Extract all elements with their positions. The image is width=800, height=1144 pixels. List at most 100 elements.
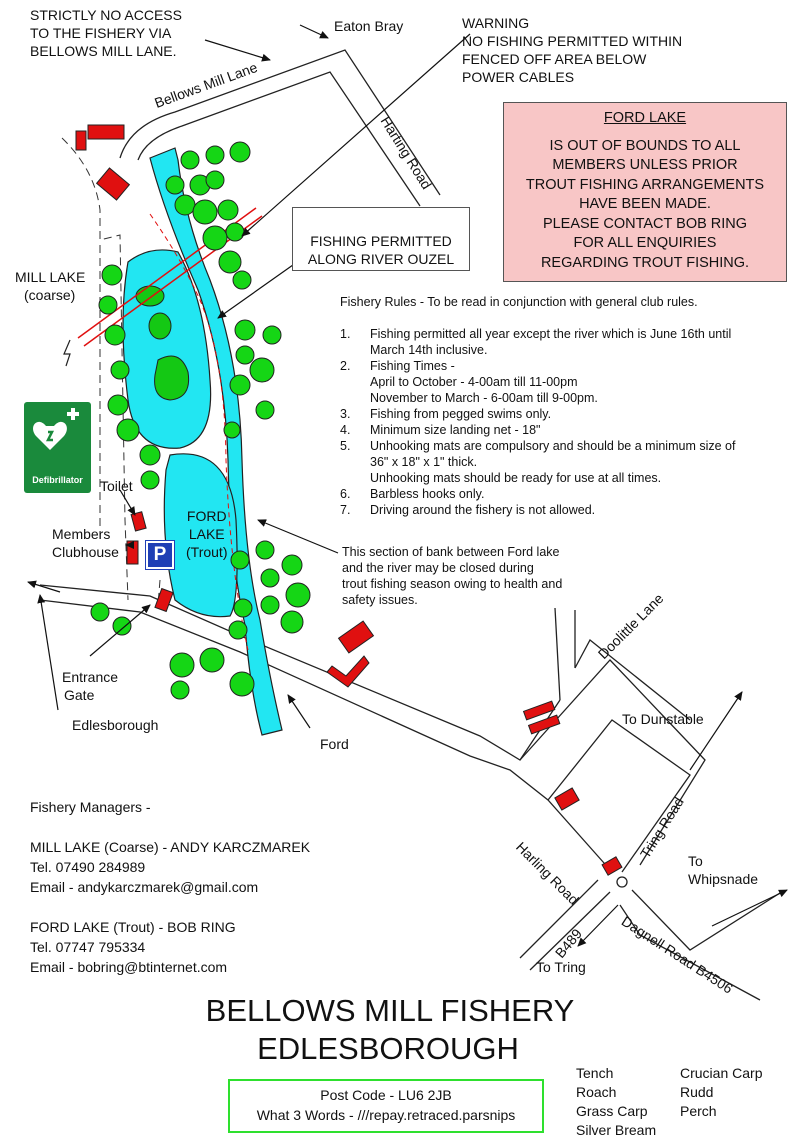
- ford-lake-warning-box: FORD LAKE IS OUT OF BOUNDS TO ALL MEMBER…: [503, 102, 787, 282]
- leader-arrows: [27, 24, 788, 947]
- whipsnade-road: [631, 889, 781, 951]
- rule-item: 4.Minimum size landing net - 18": [340, 423, 541, 437]
- tree-icon: [110, 360, 130, 380]
- tree-icon: [107, 394, 129, 416]
- postcode-box: Post Code - LU6 2JB What 3 Words - ///re…: [228, 1079, 544, 1133]
- tree-icon: [235, 345, 255, 365]
- rules-heading: Fishery Rules - To be read in conjunctio…: [340, 295, 698, 309]
- label-to-dunstable: To Dunstable: [622, 711, 704, 727]
- building: [337, 620, 375, 654]
- mill-phone: Tel. 07490 284989: [30, 859, 146, 875]
- tree-icon: [90, 602, 110, 622]
- ford-manager: FORD LAKE (Trout) - BOB RING: [30, 919, 236, 935]
- tree-icon: [174, 194, 196, 216]
- tree-icon: [169, 652, 195, 678]
- label-mill-lake: MILL LAKE(coarse): [15, 269, 86, 303]
- roundabout: [616, 876, 628, 888]
- tree-icon: [255, 540, 275, 560]
- tree-icon: [180, 150, 200, 170]
- bellows-mill-lane-road-inner: [137, 71, 421, 207]
- building: [522, 700, 556, 721]
- dagnall-road: [619, 904, 761, 1001]
- building: [87, 124, 125, 140]
- building: [95, 167, 131, 201]
- building: [75, 130, 87, 151]
- rule-item: 1.Fishing permitted all year except the …: [340, 327, 732, 357]
- label-eaton-bray: Eaton Bray: [334, 18, 404, 34]
- tree-icon: [260, 568, 280, 588]
- tree-icon: [229, 671, 255, 697]
- postcode: Post Code - LU6 2JB: [320, 1087, 452, 1103]
- managers-heading: Fishery Managers -: [30, 799, 151, 815]
- tree-icon: [223, 421, 241, 439]
- fishery-managers: Fishery Managers - MILL LAKE (Coarse) - …: [30, 797, 310, 977]
- rule-item: 5.Unhooking mats are compulsory and shou…: [340, 439, 736, 485]
- island-1: [135, 285, 165, 307]
- tree-icon: [228, 620, 248, 640]
- page-subtitle: EDLESBOROUGH: [257, 1031, 519, 1066]
- toilet-building: [130, 511, 147, 532]
- tring-road-edge-1: [519, 659, 706, 866]
- tree-icon: [140, 470, 160, 490]
- tree-icon: [262, 325, 282, 345]
- defibrillator-sign: Defibrillator: [24, 402, 91, 493]
- heart-icon: [33, 408, 79, 450]
- main-road-north-edge: [39, 584, 561, 761]
- tring-road-edge-2: [547, 719, 691, 873]
- tree-icon: [255, 400, 275, 420]
- bank-fence: [149, 213, 249, 651]
- doolittle-lane: [554, 607, 576, 701]
- ford-email: Email - bobring@btinternet.com: [30, 959, 228, 975]
- tree-icon: [199, 647, 225, 673]
- bellows-mill-lane-road: [119, 49, 441, 196]
- tree-icon: [232, 270, 252, 290]
- page-title: BELLOWS MILL FISHERY: [205, 993, 575, 1028]
- tree-icon: [230, 550, 250, 570]
- mill-email: Email - andykarczmarek@gmail.com: [30, 879, 259, 895]
- label-to-tring: To Tring: [536, 959, 586, 975]
- tree-icon: [280, 610, 304, 634]
- tree-icon: [281, 554, 303, 576]
- tree-icon: [112, 616, 132, 636]
- island-3: [154, 355, 190, 401]
- roads: [39, 49, 781, 1001]
- building: [154, 587, 174, 613]
- harting-road-edge: [574, 639, 691, 721]
- tree-icon: [205, 145, 225, 165]
- tree-icon: [233, 598, 253, 618]
- rule-item: 2.Fishing Times - April to October - 4-0…: [340, 359, 598, 405]
- tree-icon: [260, 595, 280, 615]
- building: [601, 856, 623, 876]
- tree-icon: [101, 264, 123, 286]
- tree-icon: [165, 175, 185, 195]
- lightning-icon: [63, 339, 71, 367]
- label-ford: Ford: [320, 736, 349, 752]
- trees: [90, 141, 311, 700]
- tree-icon: [225, 222, 245, 242]
- tree-icon: [170, 680, 190, 700]
- tree-icon: [104, 324, 126, 346]
- building: [527, 714, 561, 735]
- b489-road: [519, 879, 611, 971]
- tree-icon: [217, 199, 239, 221]
- tree-icon: [116, 418, 140, 442]
- tree-icon: [229, 141, 251, 163]
- mill-manager: MILL LAKE (Coarse) - ANDY KARCZMAREK: [30, 839, 311, 855]
- rule-item: 7.Driving around the fishery is not allo…: [340, 503, 596, 517]
- tree-icon: [202, 225, 228, 251]
- building: [326, 655, 370, 688]
- tree-icon: [234, 319, 256, 341]
- rule-item: 3.Fishing from pegged swims only.: [340, 407, 552, 421]
- tree-icon: [205, 170, 225, 190]
- ford-lake-warning-heading: FORD LAKE: [603, 110, 687, 126]
- label-edlesborough: Edlesborough: [72, 717, 159, 733]
- parking-icon: P: [145, 540, 175, 570]
- tree-icon: [139, 444, 161, 466]
- ford-phone: Tel. 07747 795334: [30, 939, 146, 955]
